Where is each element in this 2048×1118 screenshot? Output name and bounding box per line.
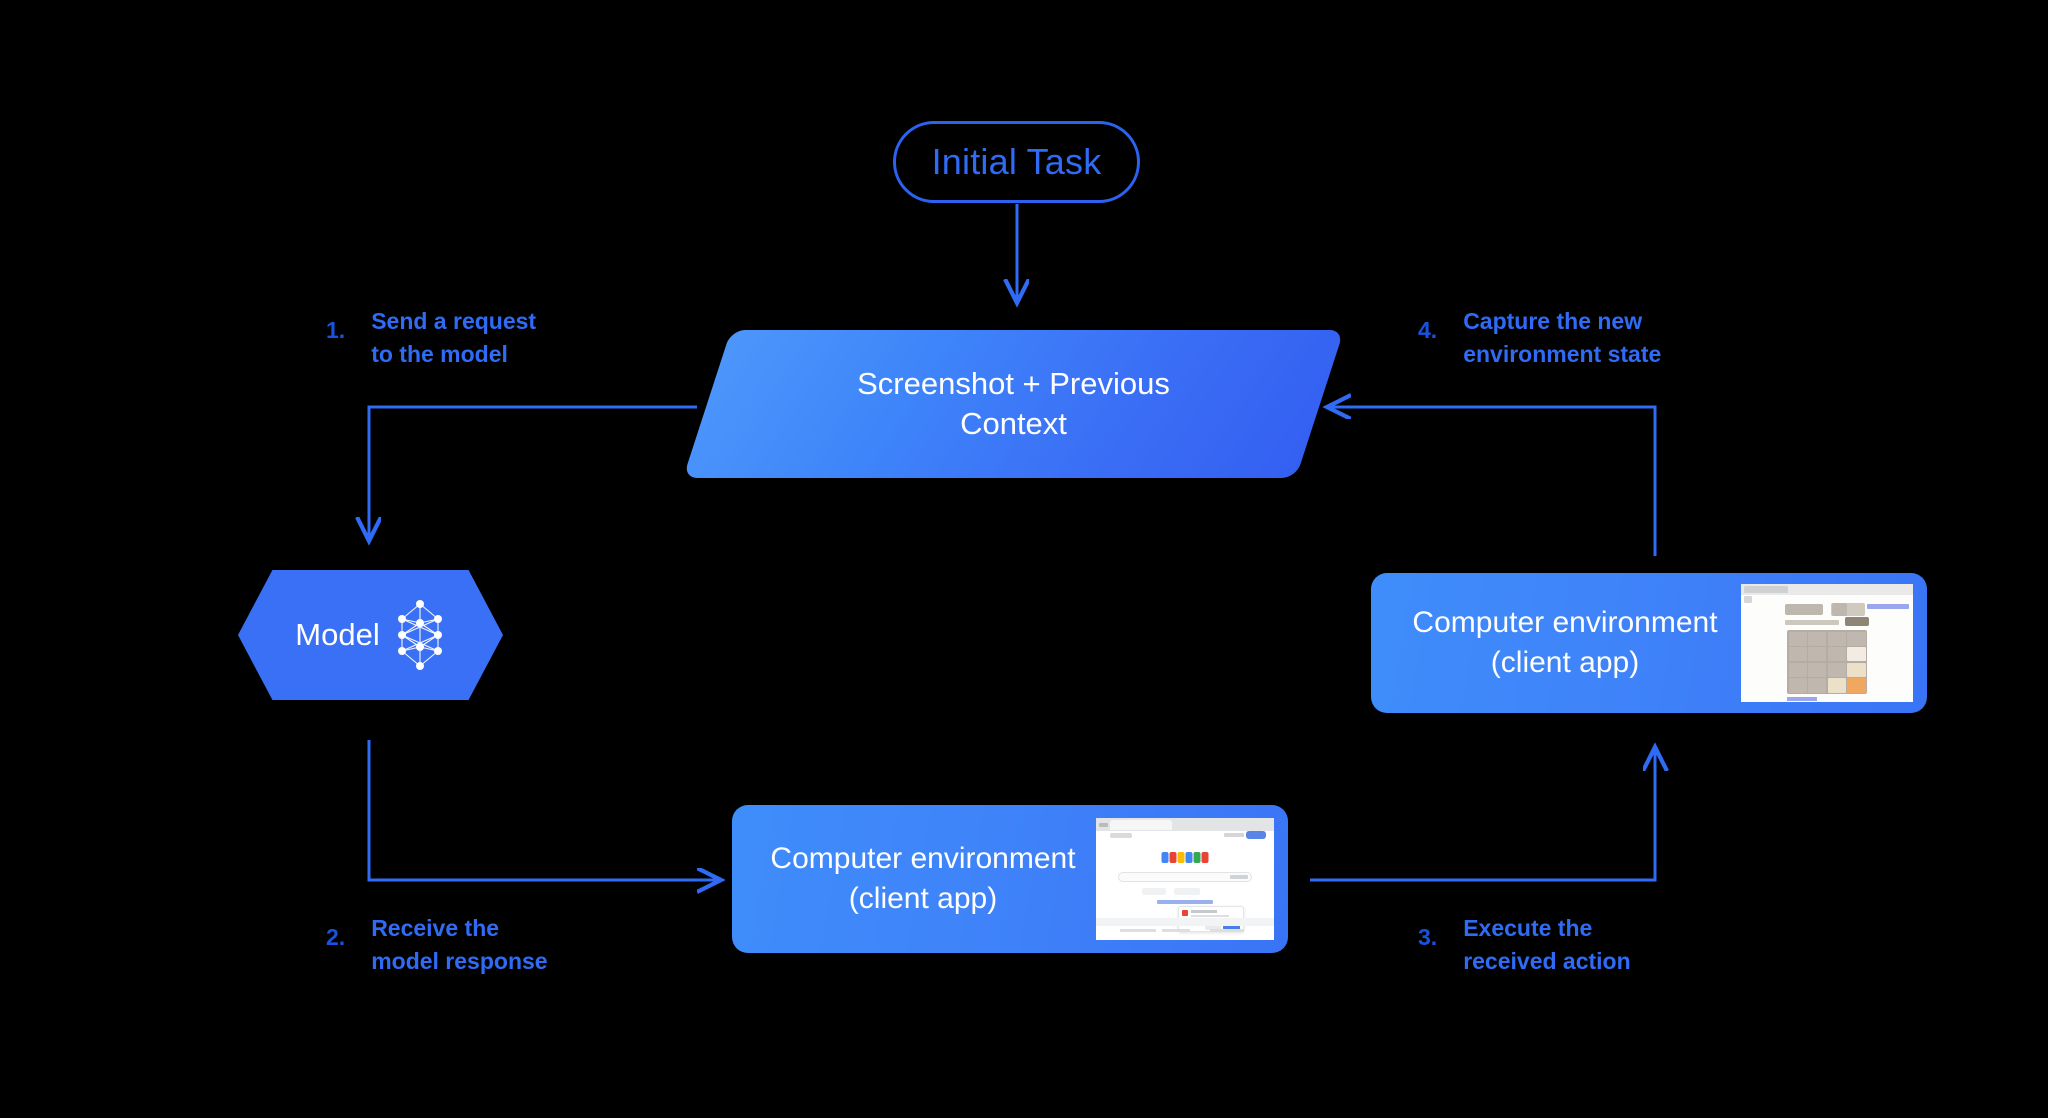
footer-link [1162, 929, 1190, 932]
google-logo [1161, 852, 1209, 863]
node-computer-environment-right[interactable]: Computer environment (client app) [1371, 573, 1927, 713]
browser-address-bar [1110, 833, 1132, 838]
step-2-text: Receive the model response [371, 915, 548, 975]
thumbnail-2048-game [1741, 584, 1913, 702]
step-4-number: 4. [1418, 317, 1438, 343]
neural-network-icon [397, 600, 442, 670]
grid-cell [1827, 662, 1846, 677]
footer-link [1210, 929, 1244, 932]
model-label: Model [295, 617, 380, 652]
grid-cell [1808, 647, 1827, 662]
env-right-line-2: (client app) [1490, 646, 1640, 679]
sign-in-button [1246, 831, 1266, 839]
grid-cell [1827, 631, 1846, 646]
grid-cell [1788, 662, 1807, 677]
google-search-button [1142, 888, 1166, 895]
env-bottom-line-1: Computer environment [770, 842, 1076, 876]
search-icons [1230, 875, 1248, 879]
browser-tab [1110, 820, 1172, 830]
node-computer-environment-bottom[interactable]: Computer environment (client app) [732, 805, 1288, 953]
subtitle-text [1785, 620, 1839, 625]
promo-link [1157, 900, 1213, 904]
window-controls [1099, 823, 1108, 827]
grid-cell [1788, 678, 1807, 693]
grid-cell [1808, 662, 1827, 677]
page-footer [1096, 918, 1274, 926]
browser-tab [1744, 586, 1788, 593]
grid-cell-tile-2 [1847, 647, 1866, 662]
grid-cell [1808, 631, 1827, 646]
dialog-body-line [1191, 915, 1229, 917]
screenshot-context-text: Screenshot + Previous Context [707, 330, 1320, 478]
dialog-cancel-button [1205, 924, 1221, 930]
step-4-text: Capture the new environment state [1463, 308, 1662, 368]
grid-cell [1788, 631, 1807, 646]
browser-address-bar [1744, 596, 1752, 603]
step-label-1: 1. Send a request to the model [326, 305, 536, 372]
grid-cell-tile-4 [1827, 678, 1846, 693]
grid-cell-tile-8 [1847, 678, 1866, 693]
step-label-2: 2. Receive the model response [326, 912, 548, 979]
step-2-number: 2. [326, 924, 346, 950]
header-links [1867, 604, 1909, 609]
footer-link [1120, 929, 1156, 932]
context-line-1: Screenshot + Previous [857, 365, 1170, 401]
footer-link [1787, 697, 1817, 701]
grid-cell [1808, 678, 1827, 693]
connector-env-right-to-context [1330, 407, 1657, 556]
env-right-line-1: Computer environment [1412, 606, 1718, 640]
node-screenshot-context[interactable]: Screenshot + Previous Context [682, 330, 1345, 478]
step-3-text: Execute the received action [1463, 915, 1631, 975]
grid-cell [1788, 647, 1807, 662]
new-game-button [1845, 617, 1869, 626]
grid-cell-tile-4 [1847, 662, 1866, 677]
dialog-confirm-button [1223, 924, 1240, 930]
game-grid-2048 [1787, 630, 1867, 694]
connector-model-to-env-bottom [367, 740, 718, 880]
step-3-number: 3. [1418, 924, 1438, 950]
node-initial-task[interactable]: Initial Task [893, 121, 1140, 203]
step-1-number: 1. [326, 317, 346, 343]
feeling-lucky-button [1174, 888, 1200, 895]
step-label-3: 3. Execute the received action [1418, 912, 1631, 979]
env-bottom-text: Computer environment (client app) [732, 839, 1096, 918]
header-nav-links [1224, 833, 1244, 837]
context-line-2: Context [960, 406, 1067, 441]
step-label-4: 4. Capture the new environment state [1418, 305, 1661, 372]
step-1-text: Send a request to the model [371, 308, 537, 368]
connector-context-to-model [369, 405, 697, 538]
browser-chrome-bar [1741, 584, 1913, 595]
env-right-text: Computer environment (client app) [1371, 603, 1741, 682]
dialog-title [1191, 910, 1217, 913]
connector-env-bottom-to-env-right [1310, 750, 1655, 882]
initial-task-label: Initial Task [931, 141, 1102, 182]
score-box-current [1832, 603, 1847, 616]
hexagon-shape [238, 570, 503, 700]
search-input [1118, 872, 1252, 882]
thumbnail-google-search [1096, 818, 1274, 940]
dialog-icon [1182, 910, 1188, 916]
node-model[interactable]: Model [238, 570, 503, 700]
grid-cell [1827, 647, 1846, 662]
grid-cell [1847, 631, 1866, 646]
env-bottom-line-2: (client app) [848, 882, 998, 915]
site-title-2048 [1785, 604, 1823, 615]
